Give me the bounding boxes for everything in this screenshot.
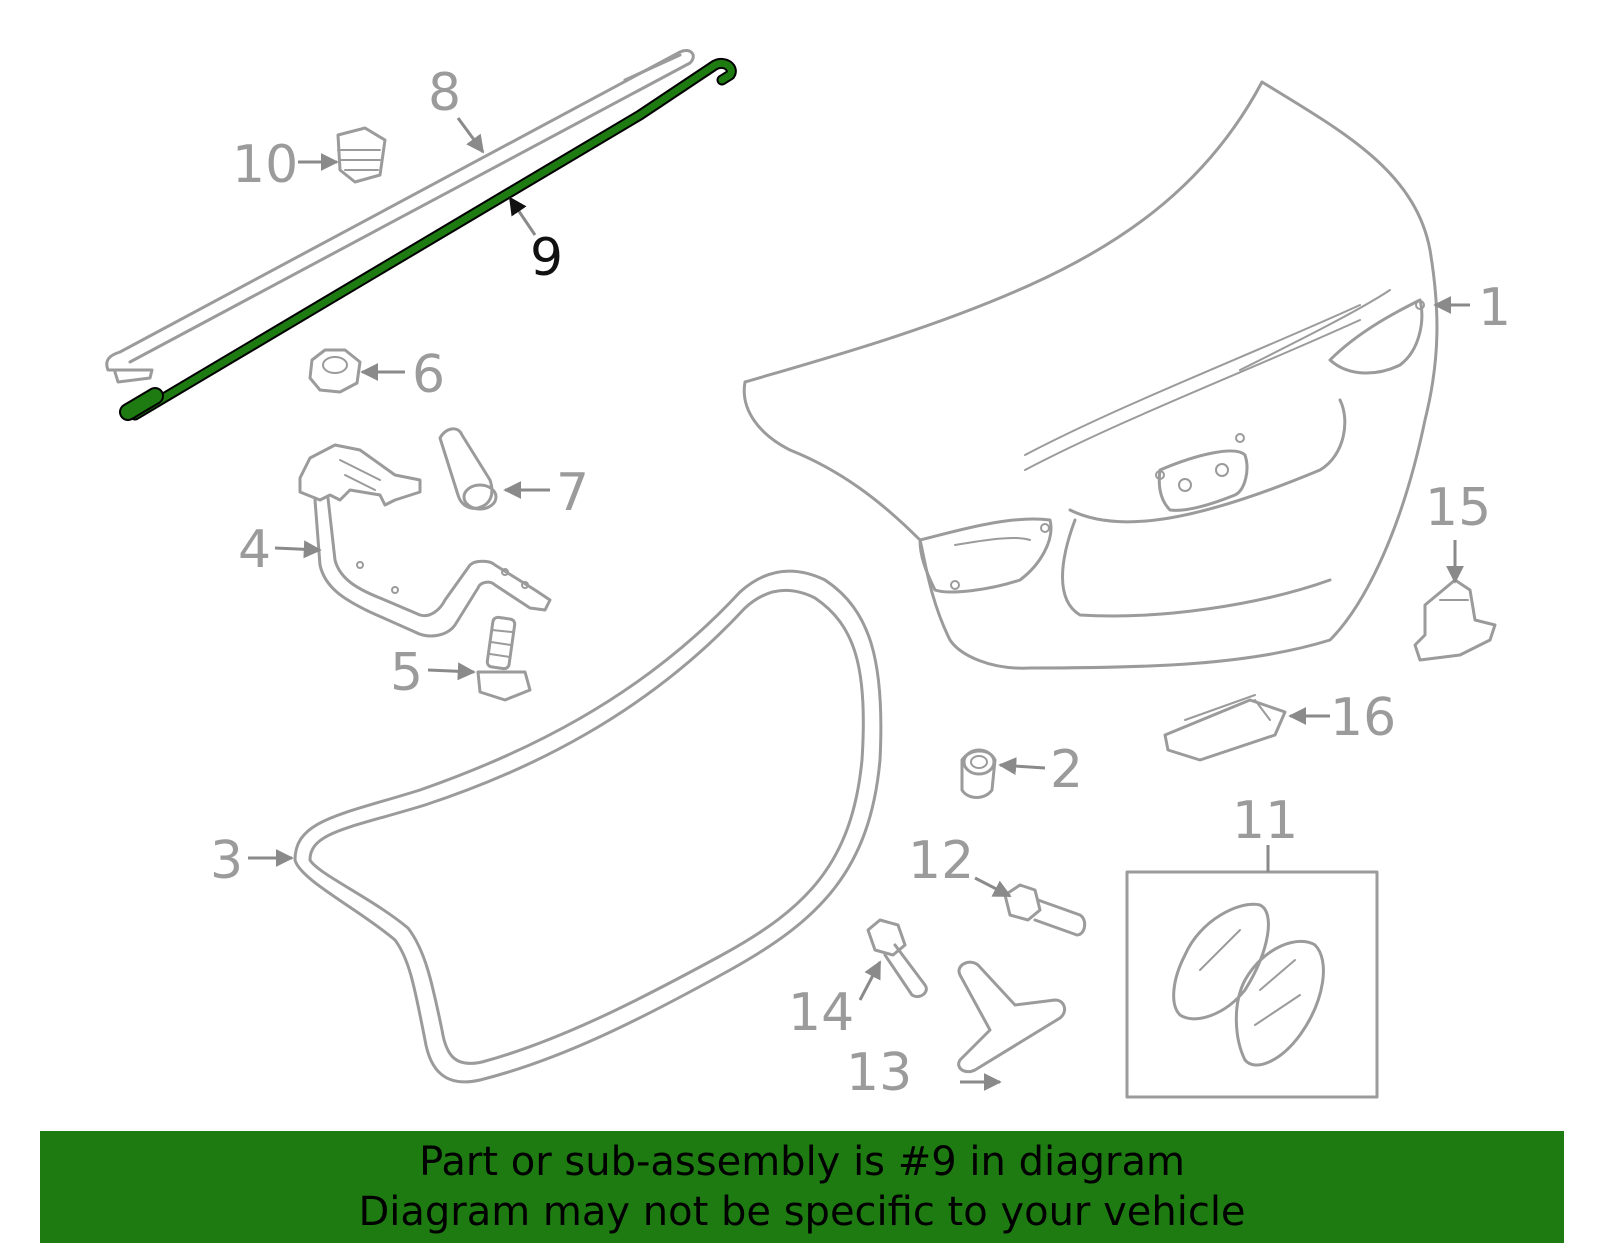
part-9-torsion-rod[interactable] — [119, 57, 737, 421]
part-info-banner: Part or sub-assembly is #9 in diagram Di… — [40, 1131, 1564, 1243]
callout-3: 3 — [210, 831, 243, 891]
part-15-clip[interactable] — [1413, 578, 1497, 662]
callout-12: 12 — [908, 831, 974, 891]
part-3-weatherstrip[interactable] — [293, 569, 883, 1084]
leader-lines — [248, 117, 1470, 1091]
callout-4: 4 — [238, 520, 271, 580]
callout-11: 11 — [1232, 791, 1298, 851]
banner-line-disclaimer: Diagram may not be specific to your vehi… — [358, 1189, 1246, 1235]
callout-14: 14 — [788, 983, 854, 1043]
part-1-trunk-lid[interactable] — [742, 80, 1439, 670]
callout-9: 9 — [530, 228, 563, 288]
callout-2: 2 — [1050, 740, 1083, 800]
part-4-hinge[interactable] — [298, 443, 552, 638]
part-8-torsion-rod[interactable] — [105, 48, 695, 384]
part-6-nut[interactable] — [308, 348, 362, 394]
callout-10: 10 — [232, 135, 298, 195]
callout-6: 6 — [412, 345, 445, 405]
callout-13: 13 — [846, 1043, 912, 1103]
part-11-latch[interactable] — [1125, 870, 1379, 1099]
part-10-clip[interactable] — [336, 126, 387, 184]
callout-7: 7 — [556, 463, 589, 523]
part-2-bumper[interactable] — [960, 748, 997, 799]
banner-line-part: Part or sub-assembly is #9 in diagram — [419, 1139, 1185, 1185]
callout-5: 5 — [390, 643, 423, 703]
callout-15: 15 — [1425, 478, 1491, 538]
part-16-lamp[interactable] — [1163, 694, 1287, 762]
part-7-pin[interactable] — [438, 427, 498, 511]
callout-16: 16 — [1330, 688, 1396, 748]
part-5-bolt[interactable] — [476, 615, 532, 702]
callout-8: 8 — [428, 63, 461, 123]
part-12-bolt[interactable] — [1003, 883, 1087, 937]
part-13-bumper-stop[interactable] — [957, 960, 1067, 1074]
part-14-bolt[interactable] — [866, 918, 928, 999]
callout-1: 1 — [1478, 278, 1511, 338]
